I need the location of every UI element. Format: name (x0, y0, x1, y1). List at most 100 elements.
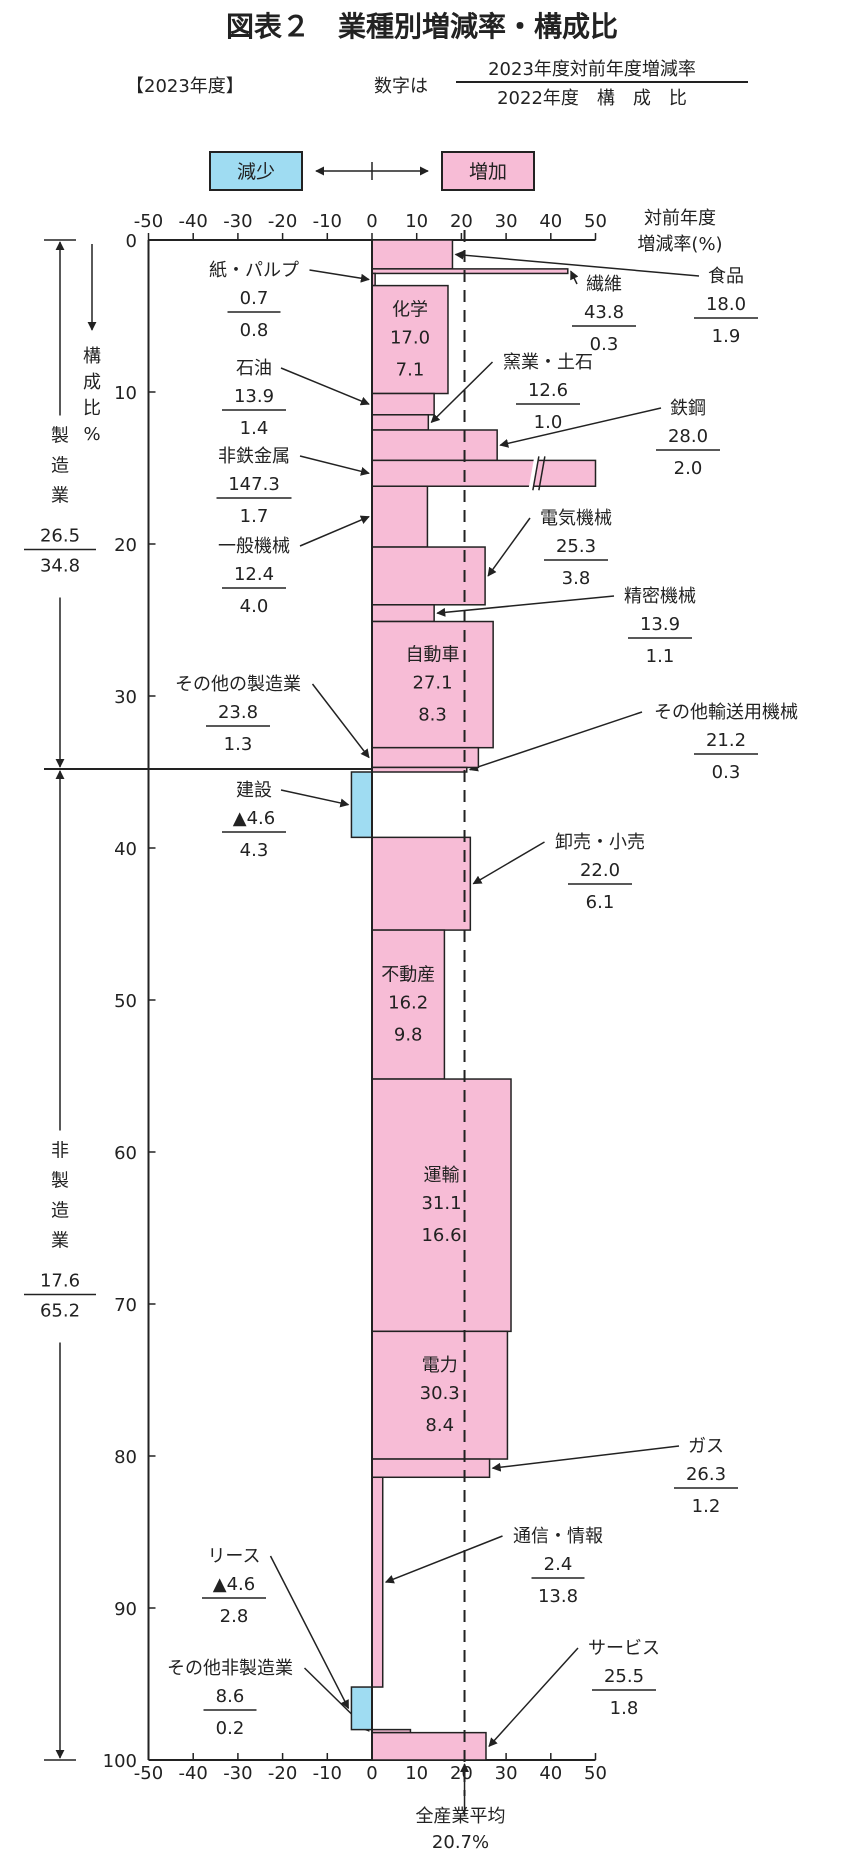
x-tick-label-bottom: 50 (584, 1763, 607, 1784)
bar-5 (371, 392, 435, 416)
leader-arrow (491, 1445, 680, 1472)
sector-name: サービス (588, 1638, 660, 1659)
sector-share: 0.8 (240, 320, 269, 341)
sector-share: 8.4 (425, 1415, 454, 1436)
sector-name: 不動産 (381, 965, 435, 986)
sector-share: 1.3 (224, 734, 253, 755)
y-axis-title-4: % (83, 424, 100, 445)
x-tick-label-bottom: -50 (134, 1763, 163, 1784)
x-tick-label-top: -10 (313, 211, 342, 232)
group-rate: 26.5 (40, 525, 80, 546)
sector-share: 8.3 (418, 705, 447, 726)
sector-name: 一般機械 (218, 536, 290, 557)
axis-break-mark (532, 456, 540, 491)
sector-name: その他非製造業 (167, 1658, 293, 1679)
bar-6 (371, 414, 430, 431)
group-label-char: 製 (51, 425, 69, 446)
sector-share: 1.9 (712, 326, 741, 347)
leader-arrow (384, 1535, 503, 1584)
sector-share: 0.3 (712, 762, 741, 783)
x-tick-label-top: 50 (584, 211, 607, 232)
bar-24 (371, 1731, 487, 1761)
x-tick-label-top: 40 (539, 211, 562, 232)
sector-rate: 13.9 (234, 386, 274, 407)
year-label: 【2023年度】 (126, 76, 244, 97)
sector-share: 6.1 (586, 892, 615, 913)
x-tick-label-top: 10 (405, 211, 428, 232)
leader-arrow (280, 367, 370, 406)
y-tick-label: 90 (114, 1599, 137, 1620)
sector-rate: 43.8 (584, 302, 624, 323)
x-tick-label-bottom: 40 (539, 1763, 562, 1784)
sector-share: 2.0 (674, 458, 703, 479)
sector-name: 非鉄金属 (218, 446, 290, 467)
sector-share: 7.1 (396, 360, 425, 381)
x-tick-label-bottom: -20 (268, 1763, 297, 1784)
y-tick-label: 70 (114, 1295, 137, 1316)
axis-break-gap (528, 455, 540, 491)
axis-break-mark (538, 456, 546, 491)
leader-arrow (472, 841, 545, 885)
sector-rate: 31.1 (421, 1193, 461, 1214)
leader-arrow (309, 269, 370, 283)
sector-name: 精密機械 (624, 586, 696, 607)
explain-bottom: 2022年度 構 成 比 (497, 88, 687, 109)
sector-name: 食品 (708, 266, 744, 287)
bar-16 (371, 836, 472, 931)
bar-7 (371, 429, 498, 462)
sector-rate: 12.4 (234, 564, 274, 585)
sector-share: 4.3 (240, 840, 269, 861)
y-tick-label: 40 (114, 839, 137, 860)
bar-13 (371, 746, 480, 769)
sector-share: 1.7 (240, 506, 269, 527)
sector-rate: 13.9 (640, 614, 680, 635)
bar-10 (371, 546, 486, 606)
sector-name: 繊維 (586, 274, 622, 295)
sector-rate: 26.3 (686, 1464, 726, 1485)
leader-arrow (488, 1647, 579, 1747)
leader-arrow (570, 270, 579, 285)
group-share: 34.8 (40, 555, 80, 576)
explain-top: 2023年度対前年度増減率 (488, 59, 696, 80)
sector-rate: 147.3 (228, 474, 280, 495)
group-label-char: 非 (51, 1140, 69, 1161)
y-axis-title-2: 成 (83, 372, 101, 393)
sector-name: 運輸 (424, 1165, 460, 1186)
sector-share: 13.8 (538, 1586, 578, 1607)
sector-name: その他輸送用機械 (654, 702, 798, 723)
sector-share: 4.0 (240, 596, 269, 617)
sector-rate: 8.6 (216, 1686, 245, 1707)
bar-17 (371, 929, 446, 1080)
y-tick-label: 0 (126, 231, 137, 252)
sector-rate: 12.6 (528, 380, 568, 401)
sector-name: 電気機械 (540, 508, 612, 529)
sector-name: 自動車 (406, 645, 460, 666)
x-tick-label-top: 20 (450, 211, 473, 232)
y-tick-label: 100 (103, 1751, 137, 1772)
x-tick-label-top: -30 (223, 211, 252, 232)
leader-arrow (299, 455, 370, 476)
sector-rate: 2.4 (544, 1554, 573, 1575)
sector-share: 1.4 (240, 418, 269, 439)
x-tick-label-bottom: 20 (450, 1763, 473, 1784)
sector-rate: 27.1 (413, 673, 453, 694)
group-label-char: 造 (51, 455, 69, 476)
sector-name: 通信・情報 (513, 1526, 603, 1547)
x-tick-label-bottom: -10 (313, 1763, 342, 1784)
sector-name: その他の製造業 (175, 674, 301, 695)
average-label: 全産業平均 (416, 1806, 506, 1827)
x-axis-title-line2: 増減率(%) (637, 234, 722, 255)
sector-rate: ▲4.6 (233, 808, 275, 829)
sector-rate: 0.7 (240, 288, 269, 309)
sector-share: 1.2 (692, 1496, 721, 1517)
legend-decrease-label: 減少 (237, 161, 275, 183)
y-tick-label: 50 (114, 991, 137, 1012)
sector-rate: ▲4.6 (213, 1574, 255, 1595)
sector-share: 0.2 (216, 1718, 245, 1739)
average-value: 20.7% (432, 1832, 489, 1853)
group-label-char: 業 (51, 485, 69, 506)
leader-arrow (499, 407, 662, 448)
sector-name: ガス (688, 1436, 724, 1457)
